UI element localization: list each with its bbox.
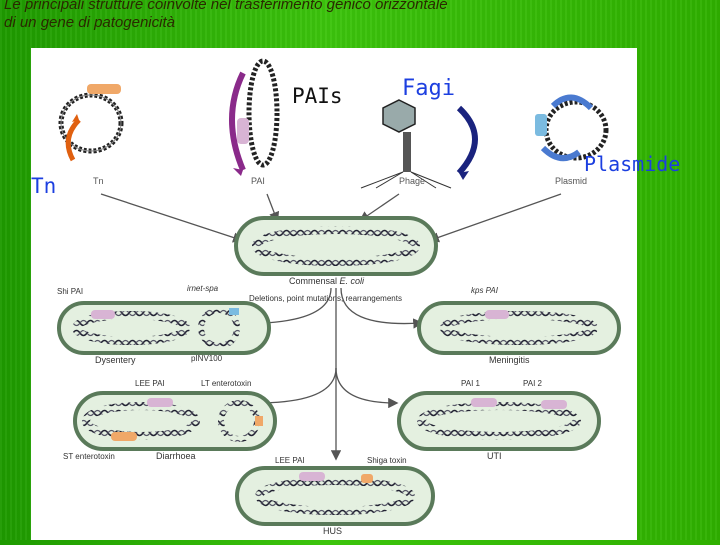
plasmid-blue-arrow-top xyxy=(550,94,594,111)
hus-cell: LEE PAI Shiga toxin HUS xyxy=(235,456,435,536)
commensal-label: Commensal E. coli xyxy=(289,276,365,286)
phage-tail xyxy=(403,132,411,172)
diarrhoea-pink-segment xyxy=(147,398,173,407)
diarrhoea-gene3: ST enterotoxin xyxy=(63,452,115,461)
dysentery-gene2: irnet-spa xyxy=(187,284,219,293)
dysentery-gene1: Shi PAI xyxy=(57,287,83,296)
uti-name: UTI xyxy=(487,451,502,461)
tn-source: Tn xyxy=(58,84,124,186)
meningitis-pink-segment xyxy=(485,310,509,319)
dysentery-blue-segment xyxy=(229,308,239,315)
events-label: Deletions, point mutations, rearrangemen… xyxy=(249,294,402,303)
hus-name: HUS xyxy=(323,526,342,536)
dysentery-plasmid xyxy=(198,307,240,349)
label-tn: Tn xyxy=(31,174,57,198)
plasmid-source: Plasmid xyxy=(535,94,609,186)
source-arrows xyxy=(100,193,562,243)
dysentery-plasmid-label: pINV100 xyxy=(191,354,223,363)
diarrhoea-cell: LEE PAI LT enterotoxin ST enterotoxin Di… xyxy=(63,379,277,461)
hus-gene1: LEE PAI xyxy=(275,456,305,465)
phage-source: Phage xyxy=(360,99,478,189)
diarrhoea-gene2: LT enterotoxin xyxy=(201,379,251,388)
label-fagi: Fagi xyxy=(402,76,455,101)
hus-pink-segment xyxy=(299,472,325,481)
meningitis-cell: kps PAI Meningitis xyxy=(417,286,621,365)
pai-purple-arrow xyxy=(229,71,246,172)
pai-label: PAI xyxy=(251,176,265,186)
uti-cell: PAI 1 PAI 2 UTI xyxy=(397,379,601,461)
slide-title-line2: di un gene di patogenicità xyxy=(4,14,175,31)
diarrhoea-orange-segment xyxy=(111,432,137,441)
dysentery-name: Dysentery xyxy=(95,355,136,365)
figure-panel: Tn PAI Phage Plasmid Com xyxy=(31,48,637,540)
plasmid-blue-segment xyxy=(535,114,547,136)
meningitis-name: Meningitis xyxy=(489,355,530,365)
pai-pink-segment xyxy=(237,118,249,144)
pai-source: PAI xyxy=(229,58,280,186)
uti-pink-segment-1 xyxy=(471,398,497,407)
tn-orange-arrow xyxy=(65,118,81,162)
pathogenesis-diagram: Tn PAI Phage Plasmid Com xyxy=(57,58,621,536)
slide-title: Le principali strutture coinvolte nel tr… xyxy=(4,0,704,32)
diarrhoea-name: Diarrhoea xyxy=(156,451,196,461)
hus-gene2: Shiga toxin xyxy=(367,456,407,465)
meningitis-gene1: kps PAI xyxy=(471,286,499,295)
dysentery-cell: Shi PAI irnet-spa Dysentery pINV100 xyxy=(57,284,271,365)
dysentery-pink-segment xyxy=(91,310,115,319)
diarrhoea-gene1: LEE PAI xyxy=(135,379,165,388)
uti-gene1: PAI 1 xyxy=(461,379,481,388)
tn-label: Tn xyxy=(93,176,104,186)
uti-gene2: PAI 2 xyxy=(523,379,543,388)
plasmid-label: Plasmid xyxy=(555,176,587,186)
label-plasmide: Plasmide xyxy=(584,152,681,176)
tn-orange-segment xyxy=(87,84,121,94)
commensal-cell: Commensal E. coli xyxy=(234,216,438,286)
phage-navy-arrow xyxy=(456,105,478,176)
plasmid-blue-arrow-bottom xyxy=(540,145,581,161)
phage-label: Phage xyxy=(399,176,425,186)
diarrhoea-plasmid-segment xyxy=(255,416,263,426)
label-pais: PAIs xyxy=(292,84,343,108)
uti-pink-segment-2 xyxy=(541,400,567,409)
slide-title-line1: Le principali strutture coinvolte nel tr… xyxy=(4,0,448,13)
hus-orange-segment xyxy=(361,474,373,483)
phage-head xyxy=(382,99,416,133)
